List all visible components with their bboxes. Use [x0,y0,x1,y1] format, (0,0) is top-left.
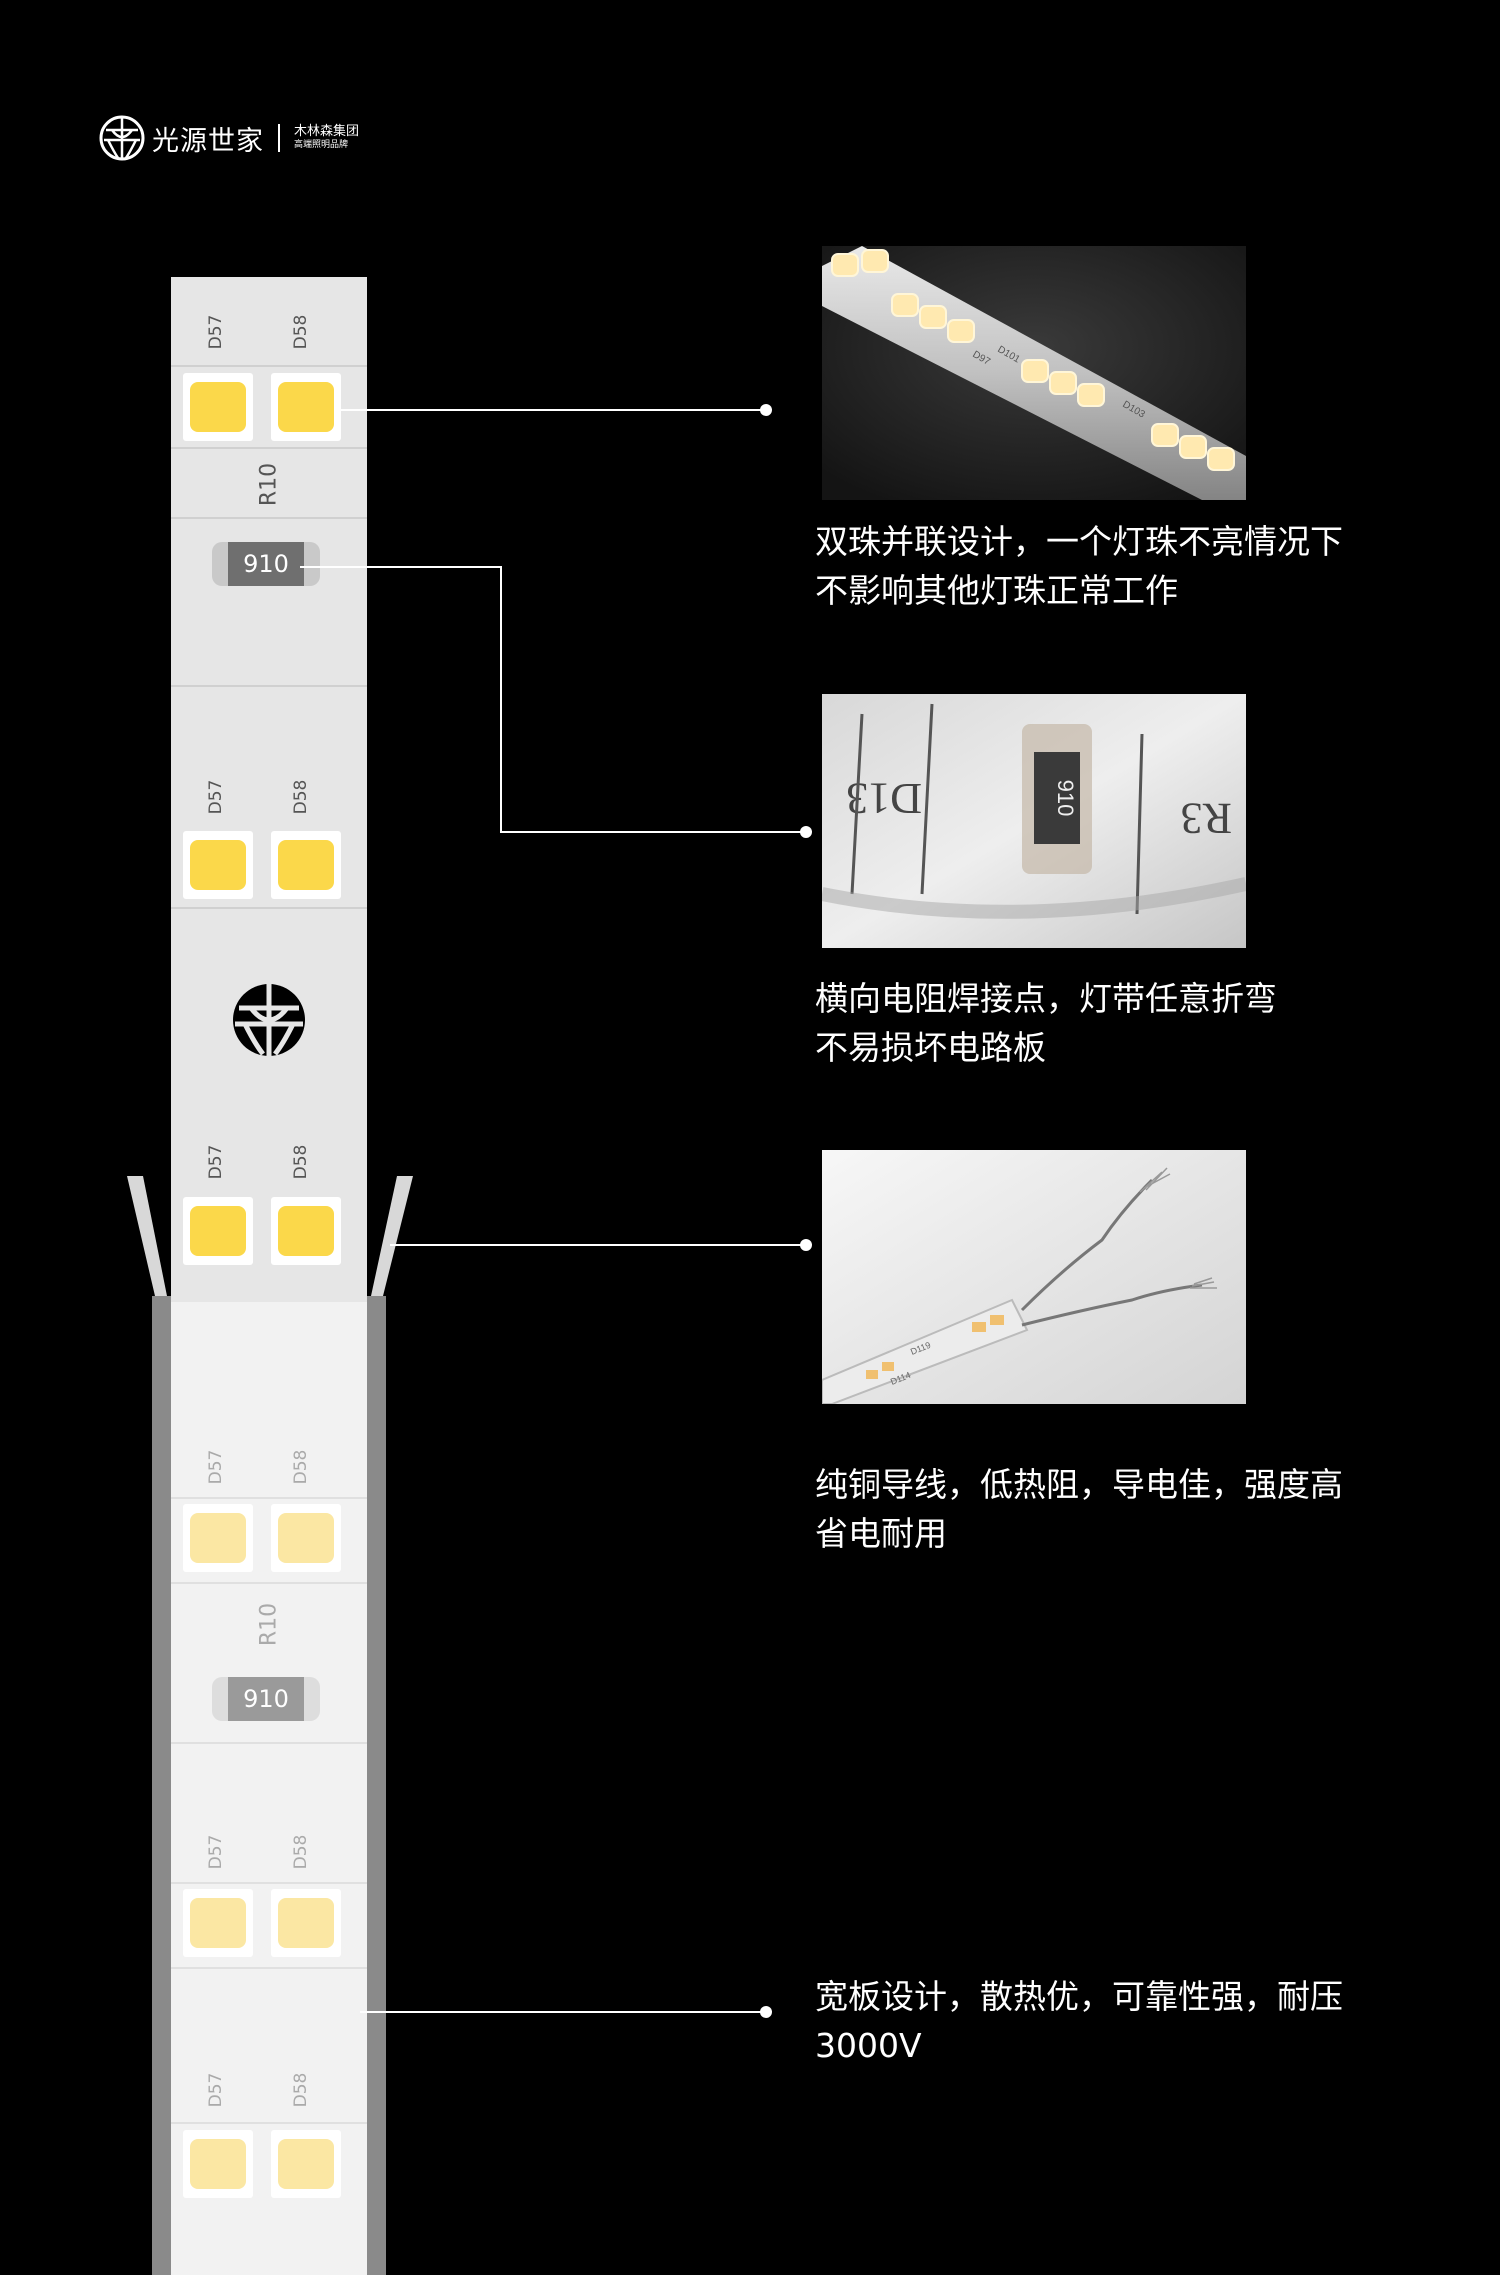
photo-double-led: D97 D101 D103 [822,246,1246,500]
feature-caption-2: 横向电阻焊接点，灯带任意折弯 不易损坏电路板 [815,974,1277,1072]
segment-divider [171,1967,367,1969]
feature-caption-3: 纯铜导线，低热阻，导电佳，强度高 省电耐用 [815,1460,1343,1558]
led-chip [183,1197,253,1265]
feature-3-line2: 省电耐用 [815,1514,947,1553]
segment-divider [171,517,367,519]
segment-divider [171,2122,367,2124]
led-label-right: D58 [291,314,311,350]
led-chip [183,1889,253,1957]
callout-line-2c [500,831,806,833]
callout-line-3 [390,1244,806,1246]
feature-1-line2: 不影响其他灯珠正常工作 [815,571,1178,610]
segment-divider [171,1742,367,1744]
led-chip [183,831,253,899]
led-label-left: D57 [206,779,226,815]
brand-group: 木林森集团 [294,124,360,140]
resistor-code: 910 [228,542,304,586]
callout-line-2a [300,566,502,568]
led-chip [271,1889,341,1957]
led-label-left: D57 [206,1449,226,1485]
callout-line-1 [340,409,766,411]
led-chip [183,373,253,441]
led-label-right: D58 [291,2072,311,2108]
callout-line-2b [500,566,502,832]
brand-tagline: 高端照明品牌 [294,140,349,151]
photo-resistor-image: 910 D13 R3 [822,694,1246,948]
led-label-left: D57 [206,1834,226,1870]
brand-name: 光源世家 [152,125,264,157]
brand-header: 光源世家 木林森集团 高端照明品牌 [98,113,359,163]
led-label-right: D58 [291,1834,311,1870]
feature-4-line2: 3000V [815,2026,922,2065]
brand-sub: 木林森集团 高端照明品牌 [294,124,360,151]
callout-dot-3 [800,1239,812,1251]
resistor: 910 [212,542,320,586]
callout-dot-4 [760,2006,772,2018]
segment-divider [171,1882,367,1884]
feature-1-line1: 双珠并联设计，一个灯珠不亮情况下 [815,522,1343,561]
led-chip [271,2130,341,2198]
led-strip-sleeved: D57 D58 R10 910 D57 D58 D57 D58 [171,1302,367,2275]
sleeve-opening [127,1176,413,1296]
feature-4-line1: 宽板设计，散热优，可靠性强，耐压 [815,1977,1343,2016]
photo-copper-wire-image: D119 D114 [822,1150,1246,1404]
led-chip [183,1504,253,1572]
led-chip [271,831,341,899]
feature-3-line1: 纯铜导线，低热阻，导电佳，强度高 [815,1465,1343,1504]
led-chip [183,2130,253,2198]
resistor-code: 910 [228,1677,304,1721]
led-chip [271,1504,341,1572]
segment-divider [171,685,367,687]
callout-dot-2 [800,826,812,838]
segment-divider [171,907,367,909]
photo-resistor: 910 D13 R3 [822,694,1246,948]
resistor-ref-label: R10 [256,462,282,507]
segment-divider [171,1582,367,1584]
segment-divider [171,365,367,367]
resistor: 910 [212,1677,320,1721]
led-chip [271,1197,341,1265]
photo-double-led-image: D97 D101 D103 [822,246,1246,500]
feature-caption-1: 双珠并联设计，一个灯珠不亮情况下 不影响其他灯珠正常工作 [815,517,1343,615]
feature-2-line2: 不易损坏电路板 [815,1028,1046,1067]
led-strip-exposed: D57 D58 R10 910 D57 D58 D57 D58 [171,277,367,1312]
photo-resistor-code: 910 [1053,780,1078,817]
resistor-ref-label: R10 [256,1602,282,1647]
brand-logo-icon [99,115,145,161]
led-chip [271,373,341,441]
feature-caption-4: 宽板设计，散热优，可靠性强，耐压 3000V [815,1972,1343,2070]
segment-divider [171,1497,367,1499]
brand-lantern-icon [233,984,305,1056]
feature-2-line1: 横向电阻焊接点，灯带任意折弯 [815,979,1277,1018]
photo-copper-wire: D119 D114 [822,1150,1246,1404]
callout-dot-1 [760,404,772,416]
led-label-right: D58 [291,779,311,815]
led-label-right: D58 [291,1449,311,1485]
segment-divider [171,447,367,449]
brand-divider [278,124,280,152]
callout-line-4 [360,2011,766,2013]
photo-label-r3: R3 [1181,794,1232,843]
led-label-left: D57 [206,314,226,350]
led-label-left: D57 [206,2072,226,2108]
